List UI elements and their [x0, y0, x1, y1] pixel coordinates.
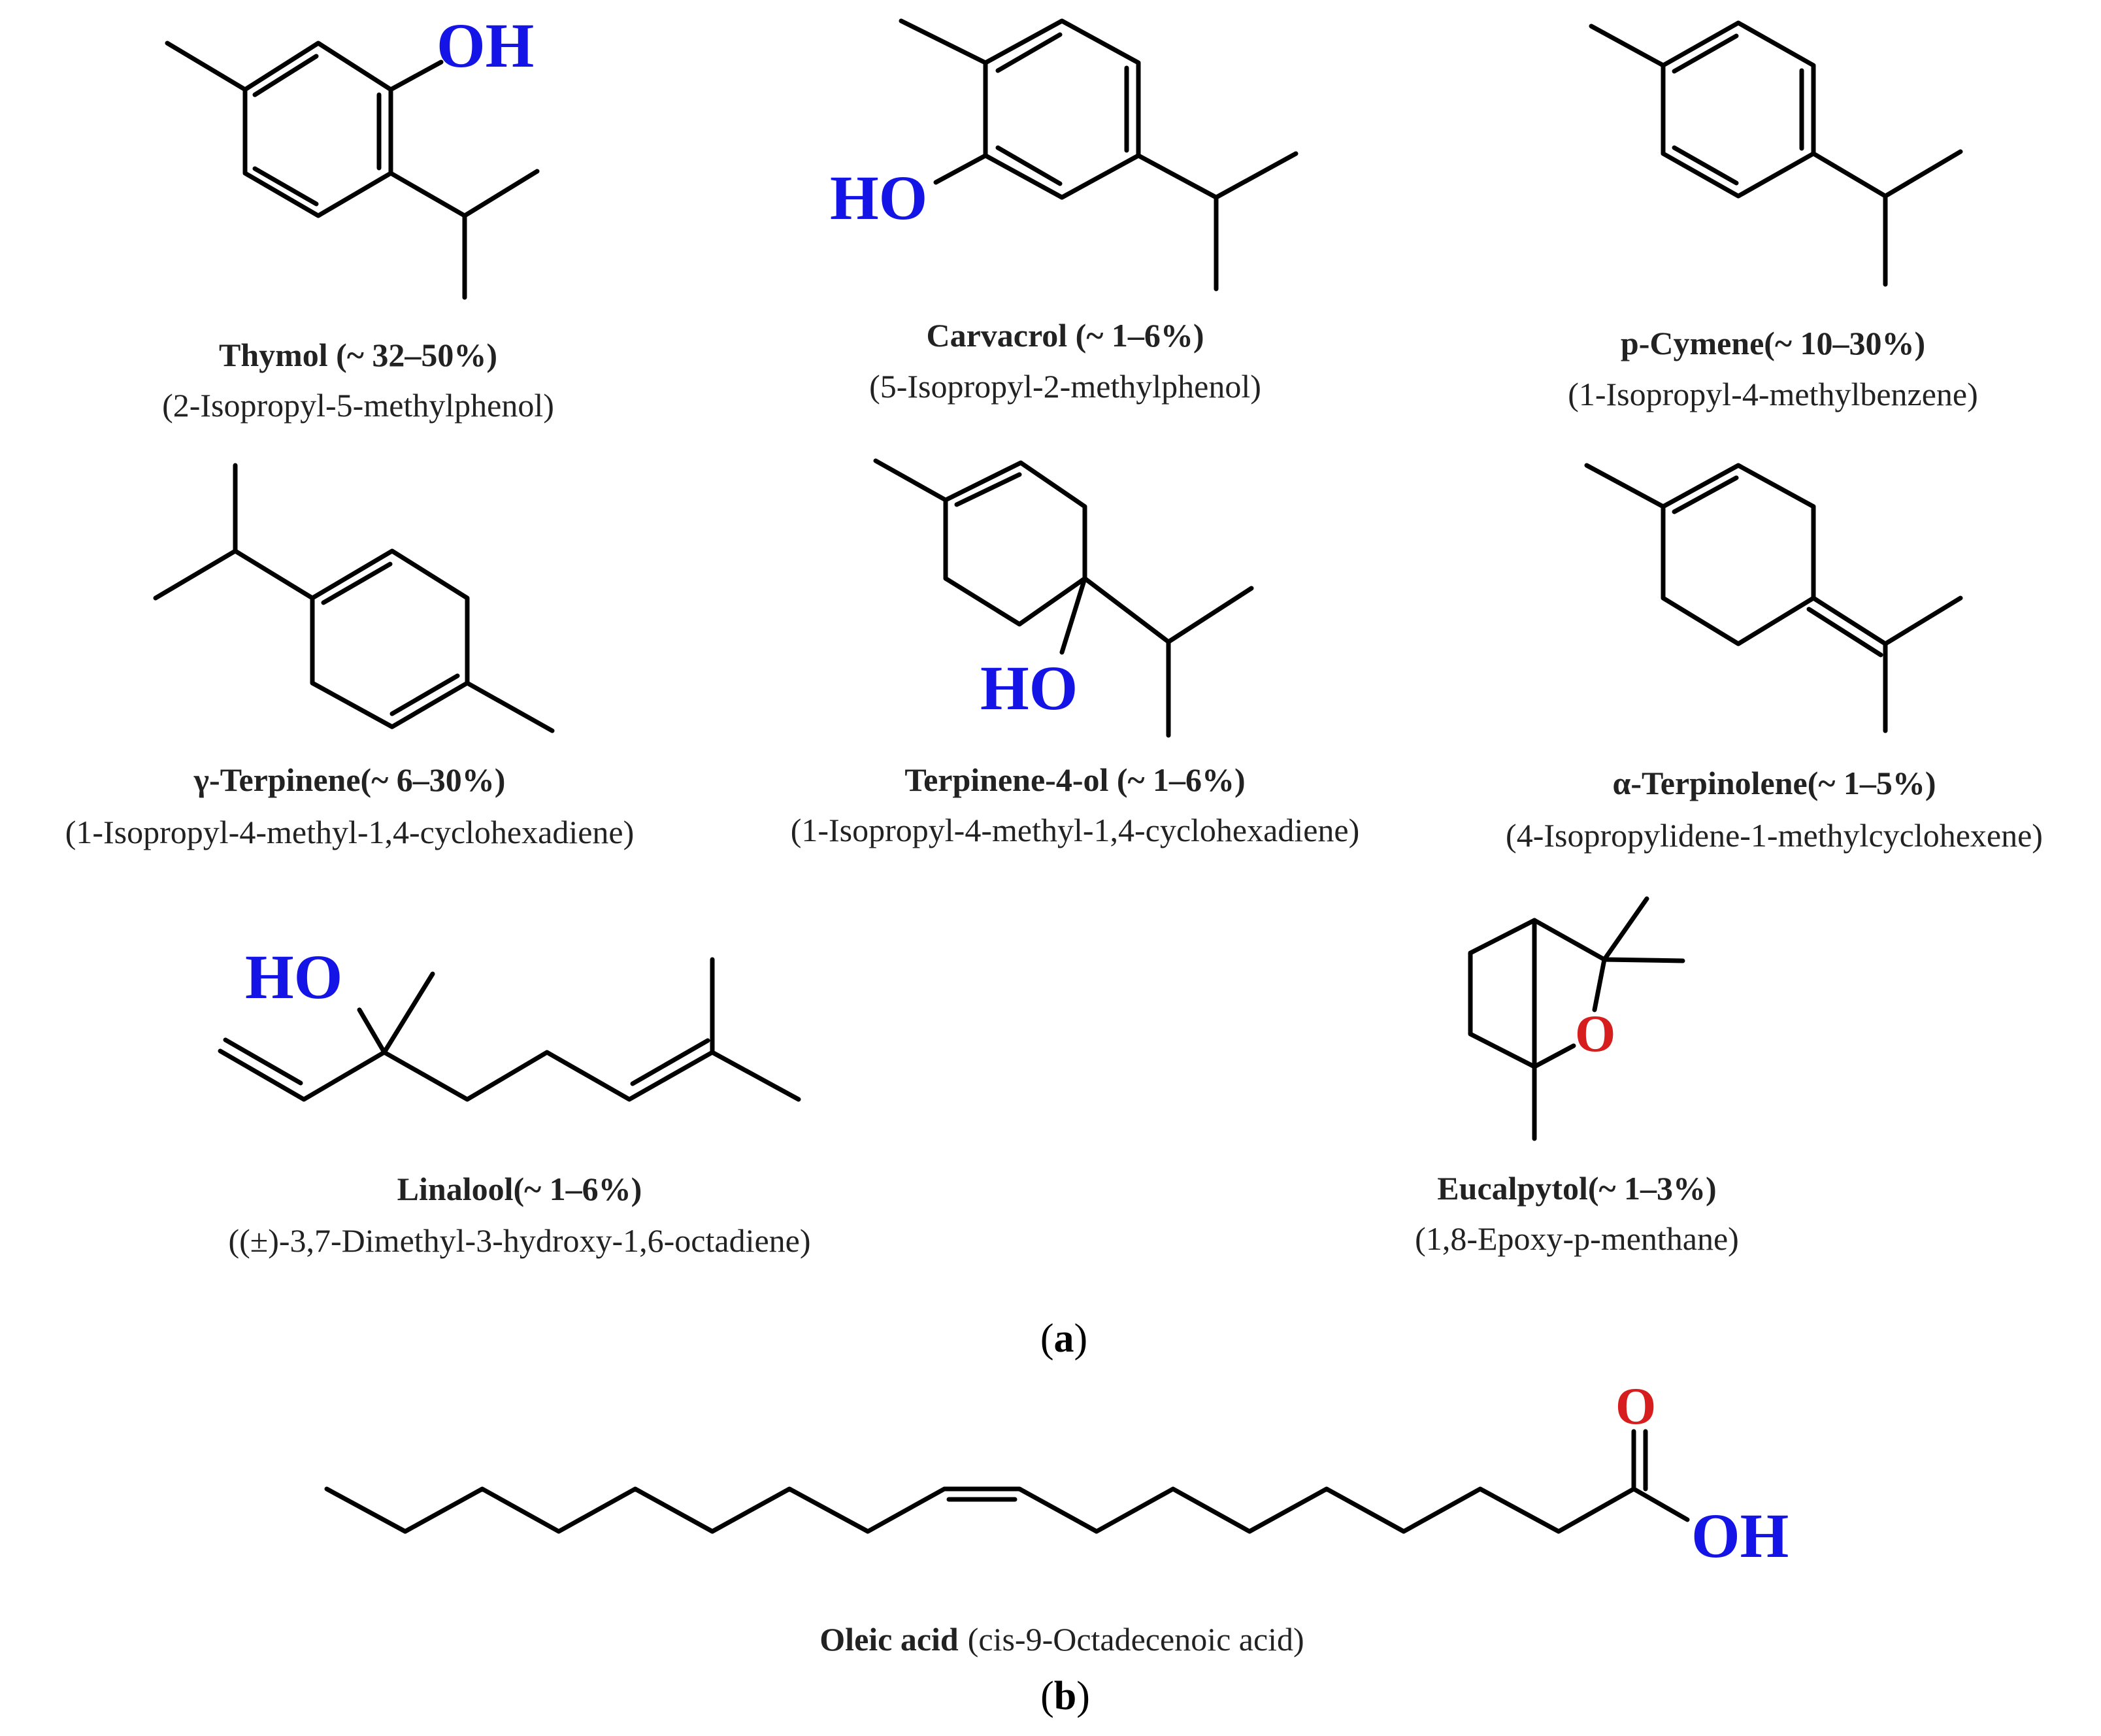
linalool-systematic: ((±)-3,7-Dimethyl-3-hydroxy-1,6-octadien… [228, 1222, 810, 1259]
gamma-terpinene-systematic: (1-Isopropyl-4-methyl-1,4-cyclohexadiene… [65, 814, 635, 850]
eucalyptol-structure: O [1468, 896, 1685, 1141]
alpha-terpinolene-systematic: (4-Isopropylidene-1-methylcyclohexene) [1506, 817, 2043, 854]
thymol-name: Thymol (~ 32–50%) [219, 337, 497, 373]
oleic-carbonyl-o-label: O [1615, 1378, 1656, 1435]
terpinene-4-ol-name: Terpinene-4-ol (~ 1–6%) [904, 761, 1245, 798]
carvacrol-systematic: (5-Isopropyl-2-methylphenol) [869, 368, 1261, 405]
eucalyptol-name: Eucalpytol(~ 1–3%) [1437, 1170, 1716, 1207]
terpinene-4-ol-systematic: (1-Isopropyl-4-methyl-1,4-cyclohexadiene… [791, 812, 1360, 848]
alpha-terpinolene-name: α-Terpinolene(~ 1–5%) [1612, 765, 1936, 801]
eucalyptol-o-label: O [1575, 1005, 1615, 1063]
carvacrol-structure: HO [830, 18, 1299, 292]
thymol-oh-label: OH [437, 10, 534, 80]
alpha-terpinolene-structure [1584, 463, 1963, 733]
carvacrol-ho-label: HO [830, 163, 927, 233]
panel-label-a: (a) [1040, 1316, 1087, 1361]
carvacrol-name: Carvacrol (~ 1–6%) [927, 317, 1204, 354]
thymol-systematic: (2-Isopropyl-5-methylphenol) [162, 387, 554, 424]
linalool-structure: HO [218, 942, 801, 1102]
terpinene-4-ol-ho-label: HO [980, 653, 1078, 723]
terpinene-4-ol-structure: HO [873, 458, 1254, 738]
p-cymene-systematic: (1-Isopropyl-4-methylbenzene) [1568, 376, 1978, 412]
oleic-acid-caption: Oleic acid(cis-9-Octadecenoic acid) [819, 1621, 1304, 1658]
panel-label-b: (b) [1040, 1674, 1090, 1718]
p-cymene-name: p-Cymene(~ 10–30%) [1621, 325, 1925, 361]
p-cymene-structure [1589, 20, 1963, 287]
gamma-terpinene-structure [153, 463, 555, 733]
oleic-acid-structure: O OH [324, 1378, 1789, 1571]
linalool-ho-label: HO [245, 942, 342, 1012]
linalool-name: Linalool(~ 1–6%) [397, 1171, 642, 1207]
gamma-terpinene-name: γ-Terpinene(~ 6–30%) [193, 761, 506, 798]
oleic-oh-label: OH [1691, 1501, 1789, 1571]
eucalyptol-systematic: (1,8-Epoxy-p-menthane) [1415, 1220, 1739, 1257]
thymol-structure: OH [165, 10, 540, 300]
